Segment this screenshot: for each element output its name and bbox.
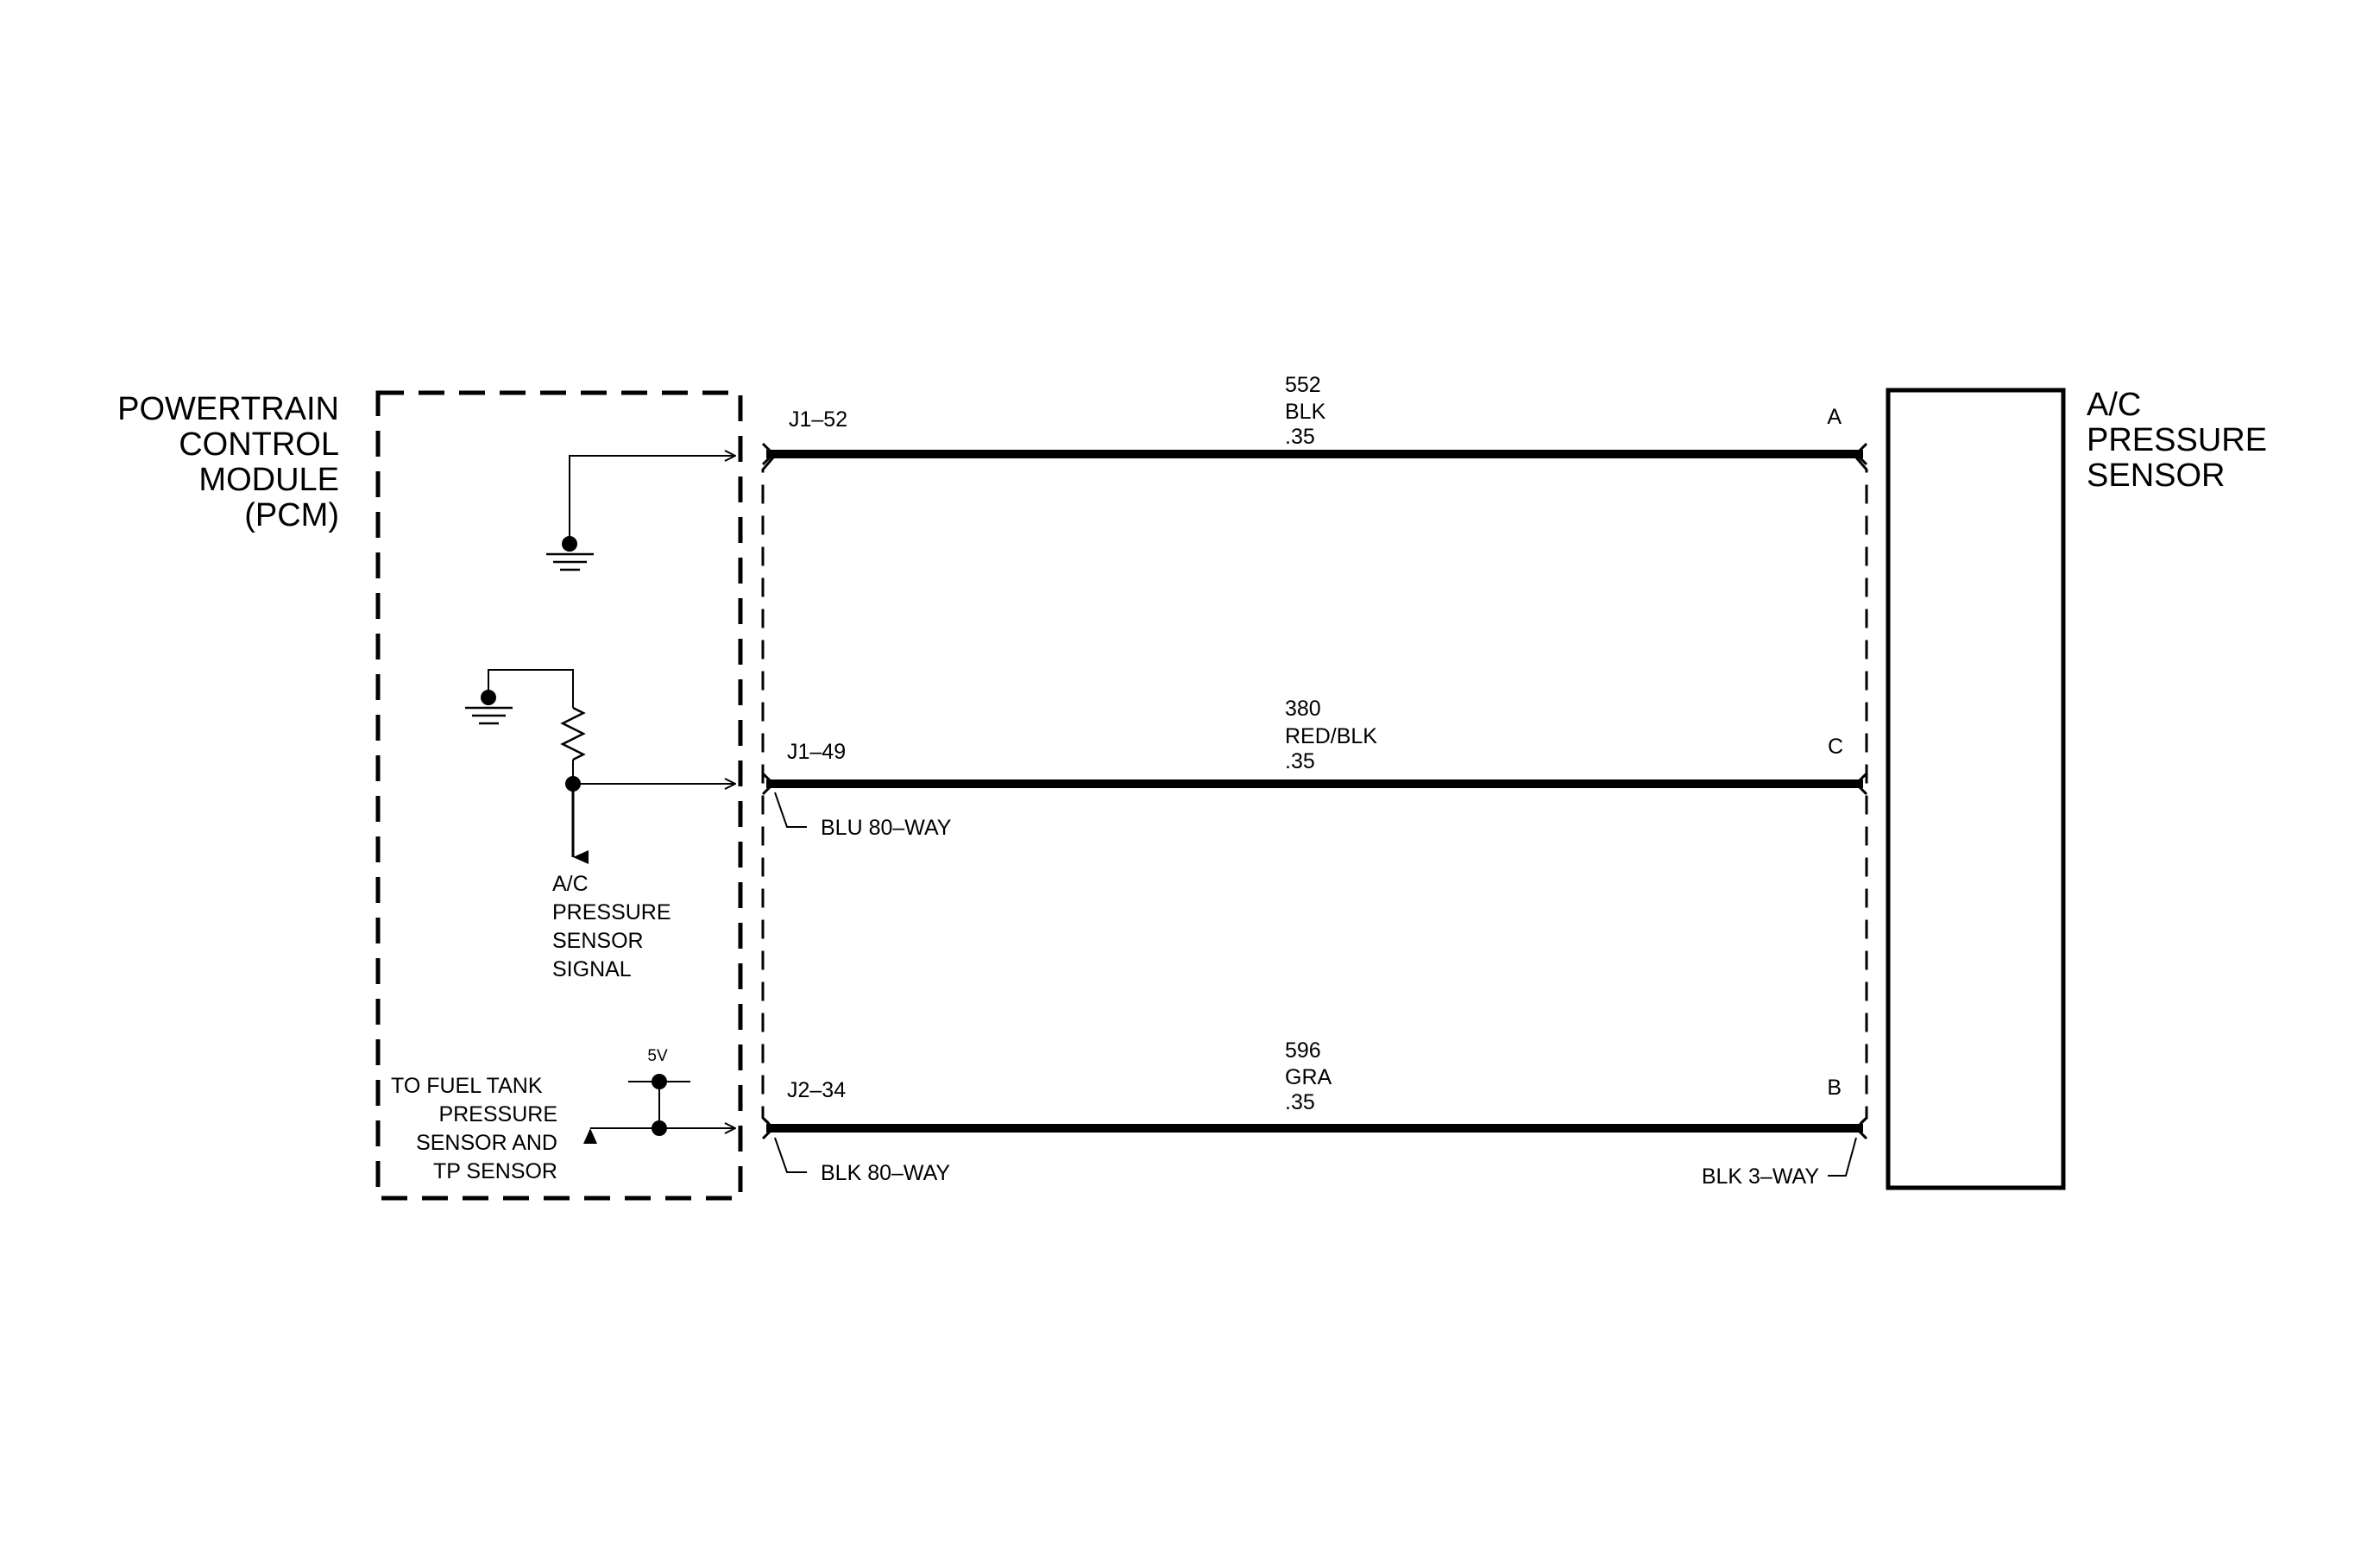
wire-380	[761, 772, 1868, 796]
sensor-pin-label: B	[1827, 1076, 1842, 1100]
pcm-pin-label: J2–34	[787, 1078, 846, 1102]
pcm-module-outline	[375, 390, 743, 1201]
pcm-pin-label: J1–52	[789, 407, 847, 432]
signal-label-line: A/C	[552, 872, 589, 896]
wire-gauge-label: .35	[1285, 425, 1315, 449]
pcm-title-line: CONTROL	[179, 426, 339, 463]
sensor-title-line: SENSOR	[2087, 458, 2225, 494]
pcm-title: POWERTRAIN CONTROL MODULE (PCM)	[117, 391, 339, 533]
voltage-label: 5V	[647, 1047, 668, 1065]
sensor-pin-label: A	[1827, 405, 1842, 429]
shared-ref-label-line: TO FUEL TANK	[391, 1074, 543, 1098]
sensor-title-line: A/C	[2087, 387, 2141, 423]
sensor-component-box	[1886, 388, 2066, 1190]
pcm-ground-return-circuit	[546, 456, 735, 571]
shared-ref-label-line: TP SENSOR	[433, 1159, 557, 1183]
shared-ref-label-line: SENSOR AND	[416, 1131, 557, 1155]
connector-callout-j1: BLU 80–WAY	[774, 792, 952, 840]
circuit-number-label: 596	[1285, 1038, 1321, 1063]
ground-icon	[465, 706, 513, 725]
pcm-title-line: (PCM)	[244, 497, 339, 533]
connector-callout-sensor: BLK 3–WAY	[1702, 1137, 1857, 1189]
wire-color-label: GRA	[1285, 1065, 1332, 1089]
sensor-title: A/C PRESSURE SENSOR	[2087, 387, 2267, 494]
connector-callout-j2: BLK 80–WAY	[774, 1137, 950, 1185]
wire-gauge-label: .35	[1285, 1090, 1315, 1114]
signal-label-line: PRESSURE	[552, 900, 671, 924]
circuit-number-label: 380	[1285, 697, 1321, 721]
wire-color-label: BLK	[1285, 400, 1326, 424]
signal-label-line: SIGNAL	[552, 957, 632, 981]
pcm-signal-circuit: A/C PRESSURE SENSOR SIGNAL	[465, 669, 735, 981]
signal-label-line: SENSOR	[552, 929, 644, 953]
sensor-title-line: PRESSURE	[2087, 422, 2267, 458]
pcm-title-line: MODULE	[198, 462, 339, 498]
connector-label: BLK 80–WAY	[821, 1161, 950, 1185]
connector-label: BLK 3–WAY	[1702, 1164, 1819, 1189]
ground-icon	[546, 552, 594, 571]
circuit-number-label: 552	[1285, 373, 1321, 397]
sensor-pin-label: C	[1828, 735, 1843, 759]
connector-label: BLU 80–WAY	[821, 816, 952, 840]
pcm-title-line: POWERTRAIN	[117, 391, 339, 427]
pcm-pin-label: J1–49	[787, 740, 846, 764]
pcm-5v-reference-circuit: 5V TO FUEL TANK PRESSURE SENSOR AND TP S…	[391, 1047, 735, 1183]
wire-552	[761, 442, 1868, 466]
wire-gauge-label: .35	[1285, 749, 1315, 773]
wire-596	[761, 1116, 1868, 1140]
wire-color-label: RED/BLK	[1285, 724, 1377, 748]
shared-ref-label-line: PRESSURE	[438, 1102, 557, 1126]
resistor-icon	[560, 706, 586, 761]
